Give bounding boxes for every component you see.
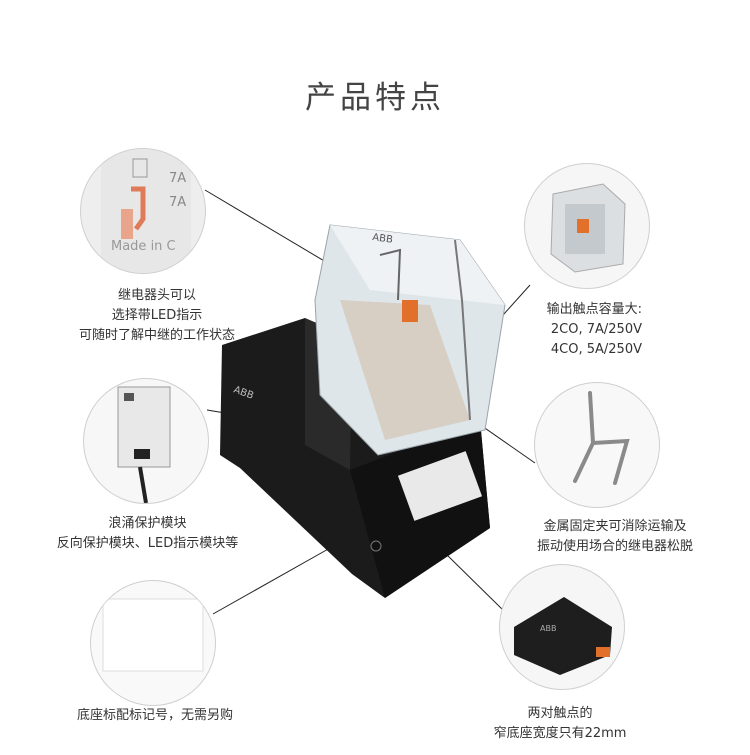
feature-marker-circle xyxy=(90,580,216,706)
relay-logo: ABB xyxy=(372,232,394,246)
label-line: 窄底座宽度只有22mm xyxy=(493,726,627,741)
label-line: 两对触点的 xyxy=(527,706,593,721)
label-line: 反向保护模块、LED指示模块等 xyxy=(56,536,239,551)
label-line: 金属固定夹可消除运输及 xyxy=(543,519,687,534)
relay-head-closeup-image xyxy=(101,149,191,273)
relay-4co-image xyxy=(550,183,626,273)
feature-contact-circle xyxy=(524,163,650,289)
rating-text-2: 7A xyxy=(169,195,187,210)
label-line: 底座标配标记号，无需另购 xyxy=(76,708,233,723)
label-line: 浪涌保护模块 xyxy=(108,516,187,531)
narrow-socket-logo: ABB xyxy=(540,624,556,633)
surge-module-image xyxy=(117,386,171,503)
feature-module-label: 浪涌保护模块 反向保护模块、LED指示模块等 xyxy=(30,514,265,554)
narrow-socket-image: ABB xyxy=(514,597,612,675)
label-line: 可随时了解中继的工作状态 xyxy=(78,328,235,343)
marker-tag-image xyxy=(102,598,204,672)
label-line: 振动使用场合的继电器松脱 xyxy=(536,539,693,554)
label-line: 输出触点容量大: xyxy=(546,302,642,317)
feature-module-circle xyxy=(83,378,209,504)
label-line: 继电器头可以 xyxy=(117,288,196,303)
feature-led-circle: 7A 7A Made in C xyxy=(80,148,206,274)
feature-led-label: 继电器头可以 选择带LED指示 可随时了解中继的工作状态 xyxy=(52,286,262,346)
rating-text-1: 7A xyxy=(169,171,187,186)
label-line: 选择带LED指示 xyxy=(111,308,203,323)
feature-socket-circle: ABB xyxy=(499,564,625,690)
feature-clip-circle xyxy=(534,382,660,508)
made-in-text: Made in C xyxy=(111,239,176,254)
metal-clip-image xyxy=(573,391,630,485)
feature-contact-label: 输出触点容量大: 2CO, 7A/250V 4CO, 5A/250V xyxy=(500,300,642,360)
label-line: 2CO, 7A/250V xyxy=(550,322,642,337)
feature-marker-label: 底座标配标记号，无需另购 xyxy=(40,706,270,726)
page-title: 产品特点 xyxy=(305,80,445,116)
feature-clip-label: 金属固定夹可消除运输及 振动使用场合的继电器松脱 xyxy=(500,517,730,557)
feature-socket-label: 两对触点的 窄底座宽度只有22mm xyxy=(460,704,660,744)
label-line: 4CO, 5A/250V xyxy=(550,342,642,357)
